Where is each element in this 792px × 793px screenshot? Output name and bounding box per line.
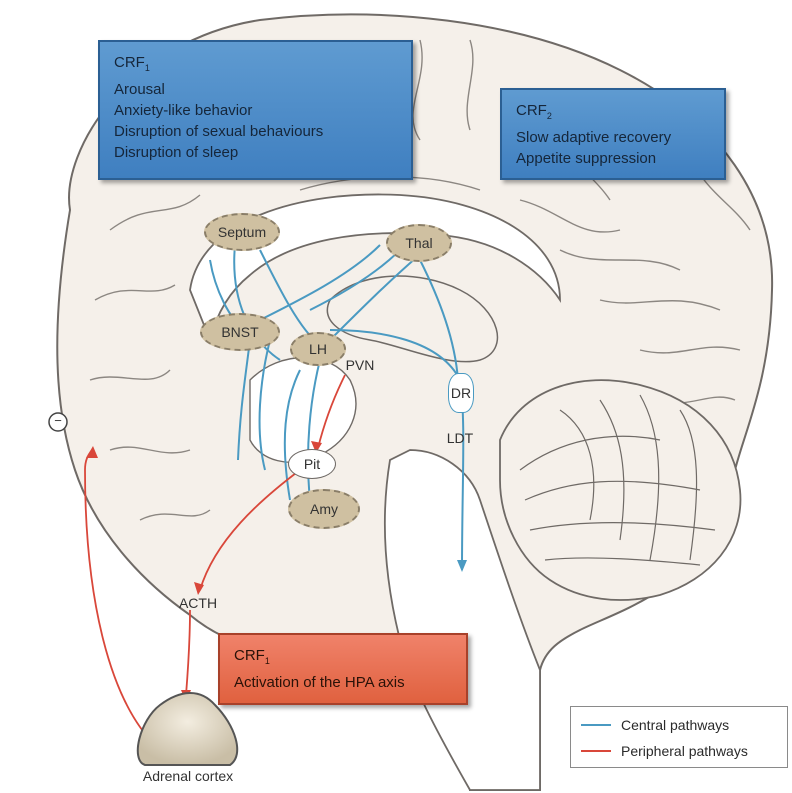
region-dr: DR xyxy=(448,373,474,413)
legend-central: Central pathways xyxy=(581,715,729,735)
label-ldt: LDT xyxy=(440,430,480,446)
region-pit: Pit xyxy=(288,449,336,479)
region-amy: Amy xyxy=(288,489,360,529)
crf1-item-sleep: Disruption of sleep xyxy=(114,142,397,163)
crf1-hpa-item: Activation of the HPA axis xyxy=(234,672,452,693)
crf1-item-sexual: Disruption of sexual behaviours xyxy=(114,121,397,142)
legend-peripheral: Peripheral pathways xyxy=(581,741,748,761)
region-lh: LH xyxy=(290,332,346,366)
region-septum: Septum xyxy=(204,213,280,251)
region-bnst: BNST xyxy=(200,313,280,351)
legend-central-swatch xyxy=(581,724,611,726)
label-minus: − xyxy=(49,412,67,430)
crf1-item-arousal: Arousal xyxy=(114,79,397,100)
label-pvn: PVN xyxy=(340,357,380,373)
region-thal: Thal xyxy=(386,224,452,262)
crf1-effects-box: CRF1 Arousal Anxiety-like behavior Disru… xyxy=(98,40,413,180)
legend-peripheral-swatch xyxy=(581,750,611,752)
crf2-effects-box: CRF2 Slow adaptive recovery Appetite sup… xyxy=(500,88,726,180)
crf1-hpa-box: CRF1 Activation of the HPA axis xyxy=(218,633,468,705)
crf2-item-appetite: Appetite suppression xyxy=(516,148,710,169)
crf1-hpa-title: CRF1 xyxy=(234,645,452,672)
legend-peripheral-label: Peripheral pathways xyxy=(621,743,748,759)
crf2-title: CRF2 xyxy=(516,100,710,127)
crf1-item-anxiety: Anxiety-like behavior xyxy=(114,100,397,121)
legend: Central pathways Peripheral pathways xyxy=(570,706,788,768)
crf1-title: CRF1 xyxy=(114,52,397,79)
crf2-item-recovery: Slow adaptive recovery xyxy=(516,127,710,148)
label-acth: ACTH xyxy=(170,595,226,611)
label-adrenal-cortex: Adrenal cortex xyxy=(118,768,258,784)
legend-central-label: Central pathways xyxy=(621,717,729,733)
